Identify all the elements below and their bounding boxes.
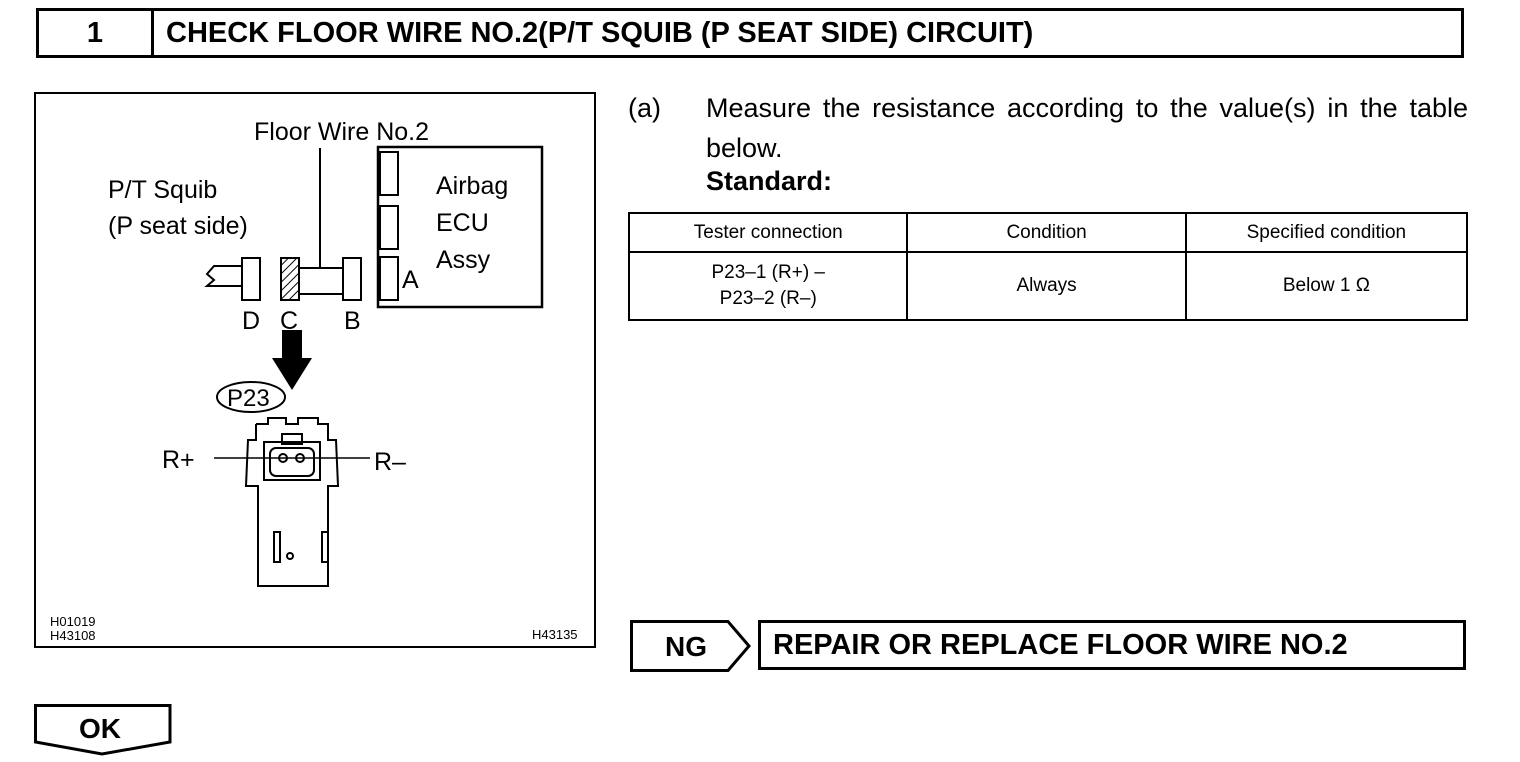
connector-a-body (379, 256, 399, 301)
figure-id-left: H01019 H43108 (50, 615, 96, 643)
figure-id-right: H43135 (532, 627, 578, 642)
ok-tag: OK (34, 704, 172, 761)
table-header-specified: Specified condition (1184, 212, 1469, 253)
squib-label-line2: (P seat side) (108, 212, 248, 240)
diagram-drawing: Floor Wire No.2 P/T Squib (P seat side) … (108, 118, 544, 587)
step-header: 1 CHECK FLOOR WIRE NO.2(P/T SQUIB (P SEA… (36, 8, 1464, 58)
ng-action: REPAIR OR REPLACE FLOOR WIRE NO.2 (758, 620, 1466, 670)
table-cell-specified: Below 1 Ω (1184, 251, 1469, 321)
table-header-row: Tester connection Condition Specified co… (627, 212, 1469, 253)
ok-arrow-shape: OK (34, 704, 172, 756)
table-cell-condition: Always (906, 251, 1187, 321)
standard-label: Standard: (706, 166, 833, 196)
airbag-ecu-box (376, 145, 544, 309)
ecu-label-line3: Assy (436, 246, 491, 274)
step-label: (a) (628, 93, 661, 123)
ecu-label-line2: ECU (436, 209, 489, 237)
ng-tag: NG (630, 620, 752, 677)
resistance-spec-table: Tester connection Condition Specified co… (627, 212, 1469, 321)
floor-wire-label: Floor Wire No.2 (254, 118, 429, 146)
step-title: CHECK FLOOR WIRE NO.2(P/T SQUIB (P SEAT … (166, 16, 1034, 49)
ng-arrow-shape: NG (630, 620, 751, 672)
down-arrow-icon (272, 330, 312, 390)
figure-id-left-line1: H01019 (50, 614, 96, 629)
connector-c-label: C (280, 307, 298, 335)
connector-b-body (342, 257, 362, 301)
connector-id-label: P23 (227, 385, 270, 412)
figure-id-left-line2: H43108 (50, 628, 96, 643)
probe-negative-label: R– (374, 448, 406, 476)
ecu-label-line1: Airbag (436, 172, 508, 200)
probe-positive-label: R+ (162, 446, 195, 474)
squib-label-line1: P/T Squib (108, 176, 217, 204)
step-text: Measure the resistance according to the … (706, 93, 1468, 163)
table-row: P23–1 (R+) – P23–2 (R–) Always Below 1 Ω (627, 251, 1469, 321)
connector-d-label: D (242, 307, 260, 335)
connector-p23-drawing (244, 417, 340, 587)
table-cell-tester: P23–1 (R+) – P23–2 (R–) (627, 251, 909, 321)
step-number: 1 (39, 11, 154, 55)
tester-line2: P23–2 (R–) (719, 288, 817, 309)
connector-b-label: B (344, 307, 361, 335)
table-header-tester: Tester connection (627, 212, 909, 253)
table-header-condition: Condition (906, 212, 1187, 253)
connector-d-body (241, 257, 261, 301)
connector-diagram: Floor Wire No.2 P/T Squib (P seat side) … (34, 92, 596, 648)
ok-label: OK (79, 713, 121, 744)
connector-a-label: A (402, 266, 419, 294)
connector-id-badge (216, 381, 286, 413)
ng-label: NG (665, 631, 707, 662)
connector-c-body (280, 257, 300, 301)
tester-line1: P23–1 (R+) – (711, 262, 825, 283)
